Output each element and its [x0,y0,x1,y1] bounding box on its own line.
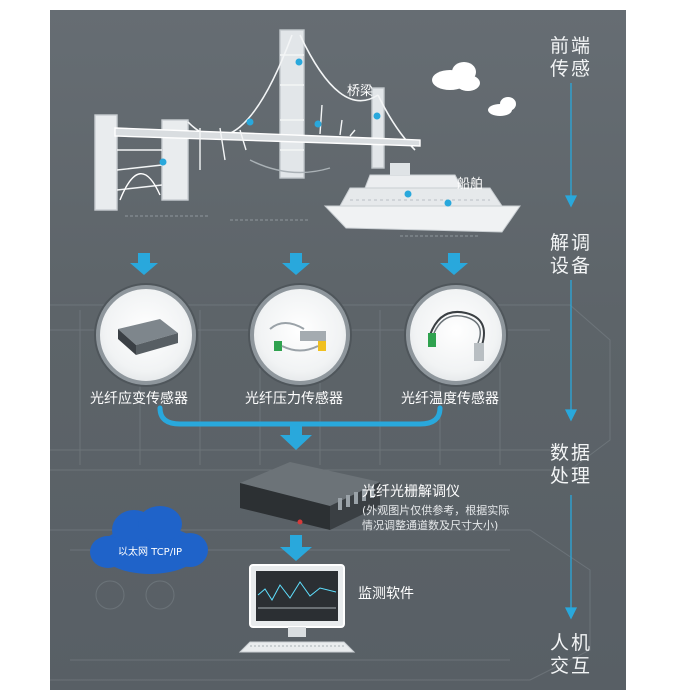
stage-front-sensing-text: 前端 传感 [549,35,592,80]
stage-demodulation: 解调 设备 [541,232,601,278]
demodulator-note-line1: (外观图片仅供参考，根据实际 [362,504,510,517]
stage-data-processing: 数据 处理 [541,442,601,488]
to-demodulator-arrow [280,422,312,450]
stage-data-processing-text: 数据 处理 [549,442,592,487]
monitor-illustration [238,564,356,653]
collector-bracket [157,405,443,427]
bridge-label: 桥梁 [347,84,374,99]
stage-front-sensing: 前端 传感 [541,35,601,81]
temperature-sensor-icon [428,311,485,361]
software-label: 监测软件 [358,586,414,602]
stage-hmi: 人机 交互 [541,632,601,678]
strain-sensor-image [96,285,196,385]
demodulator-device [240,462,380,530]
stage-demodulation-text: 解调 设备 [549,232,592,277]
bridge-illustration [94,29,421,211]
demodulator-note-line2: 情况调整通道数及尺寸大小) [362,519,499,532]
strain-sensor-icon [118,319,178,355]
ship-label: 船舶 [457,177,484,192]
sensor-down-arrows [130,253,468,275]
ethernet-label: 以太网 TCP/IP [118,547,183,558]
ethernet-cloud [90,506,208,574]
pressure-sensor-label: 光纤压力传感器 [245,391,343,407]
strain-sensor-label: 光纤应变传感器 [90,391,188,407]
scene-graphics [50,29,611,681]
pressure-sensor-image [250,285,350,385]
diagram-panel: 桥梁 船舶 光纤应变传感器 光纤压力传感器 光纤温度传感器 光纤光栅解调仪 (外… [50,10,626,690]
pressure-sensor-icon [269,322,326,352]
cloud-decorations [432,62,516,116]
demodulator-title: 光纤光栅解调仪 [362,484,460,500]
temperature-sensor-image [406,285,506,385]
bridge-sensor-dots [159,58,381,166]
stage-hmi-text: 人机 交互 [549,632,592,677]
to-software-arrow [280,535,312,561]
stage-flow-line [564,83,578,620]
water-ripples [125,215,480,237]
ship-illustration [323,163,521,233]
temperature-sensor-label: 光纤温度传感器 [401,391,499,407]
